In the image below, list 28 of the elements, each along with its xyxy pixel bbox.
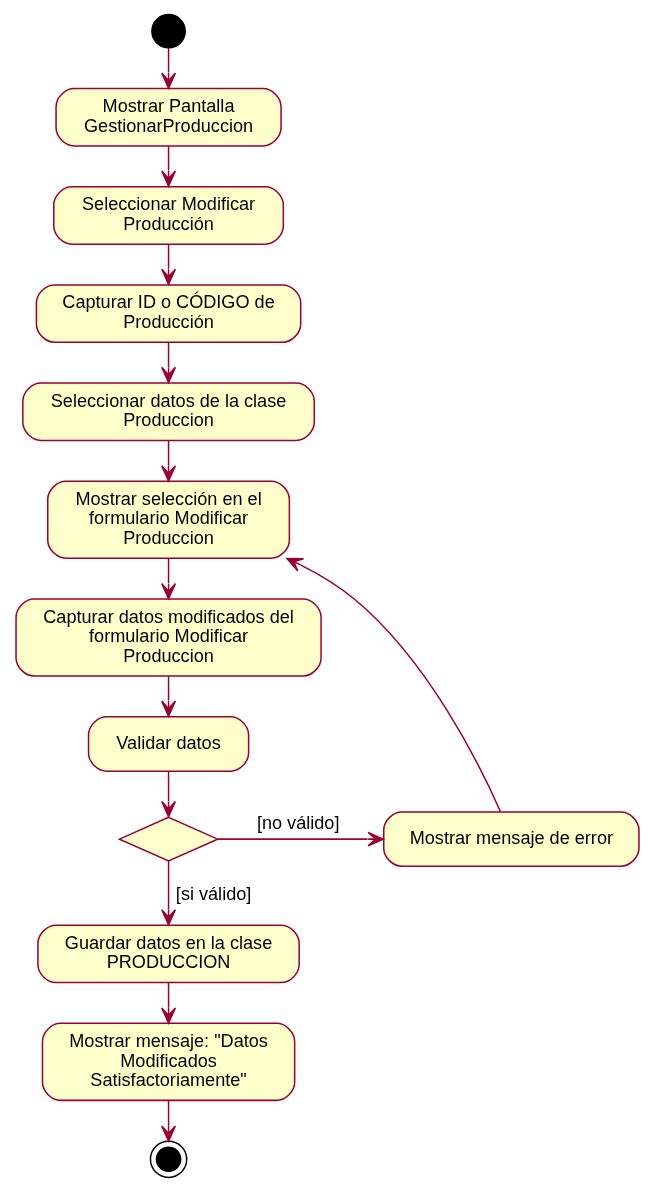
arrow (160, 675, 176, 717)
node-box: Mostrar mensaje: "Datos Modificados Satisfactoriamente" (41, 1022, 295, 1102)
node-diamond (117, 816, 219, 862)
arrow (160, 558, 176, 600)
node-box: Seleccionar Modificar Producción (52, 186, 284, 245)
node-box: Mostrar selección en el formulario Modificar Produccion (46, 480, 290, 559)
arrow (160, 982, 176, 1024)
arrow (285, 557, 501, 813)
edge-label: [si válido] (175, 884, 251, 905)
node-box: Capturar ID o CÓDIGO de Producción (35, 284, 301, 344)
node-box: Mostrar mensaje de error (382, 811, 640, 868)
node-box: Capturar datos modificados del formulario Modificar Produccion (14, 598, 322, 677)
arrow (160, 243, 176, 286)
node-box: Mostrar Pantalla GestionarProduccion (54, 87, 282, 147)
node-box: Seleccionar datos de la clase Produccion (21, 382, 315, 442)
node-box: Validar datos (87, 716, 249, 772)
arrow (160, 860, 176, 926)
node-box: Guardar datos en la clase PRODUCCION (36, 924, 300, 984)
arrow (160, 145, 176, 187)
node-circle (149, 1140, 187, 1179)
arrow (160, 1099, 176, 1142)
node-circle (150, 13, 186, 49)
arrow (216, 831, 384, 847)
arrow (160, 770, 176, 818)
arrow (160, 440, 176, 482)
edge-label: [no válido] (256, 813, 339, 834)
arrow (160, 341, 176, 384)
arrow (160, 47, 176, 89)
